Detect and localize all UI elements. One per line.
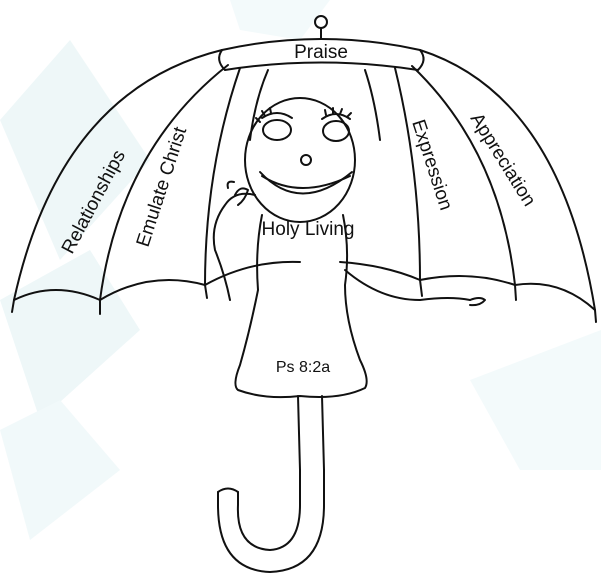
left-eye [263, 120, 291, 140]
handle-stick-left [298, 396, 300, 470]
expression-label: Expression [407, 117, 456, 213]
appreciation-label: Appreciation [466, 110, 540, 211]
handle-hook-outer [238, 470, 300, 550]
relationships-label: Relationships [58, 147, 130, 258]
praise-band-bottom [225, 63, 418, 71]
handle-stick-right [322, 396, 324, 470]
emulate-christ-label: Emulate Christ [133, 124, 192, 250]
praise-label: Praise [294, 42, 348, 63]
rib-3 [395, 68, 420, 280]
umbrella-top-ring [315, 16, 327, 28]
canopy-scallop-left [14, 280, 205, 300]
handle-hook-inner [218, 470, 324, 572]
canopy-scallop-right [420, 276, 595, 310]
rib-2 [205, 68, 240, 285]
holy-living-label: Holy Living [262, 219, 355, 240]
left-arm [214, 194, 255, 300]
nose [301, 155, 311, 165]
scripture-reference-label: Ps 8:2a [276, 359, 330, 376]
right-eye [323, 121, 349, 141]
